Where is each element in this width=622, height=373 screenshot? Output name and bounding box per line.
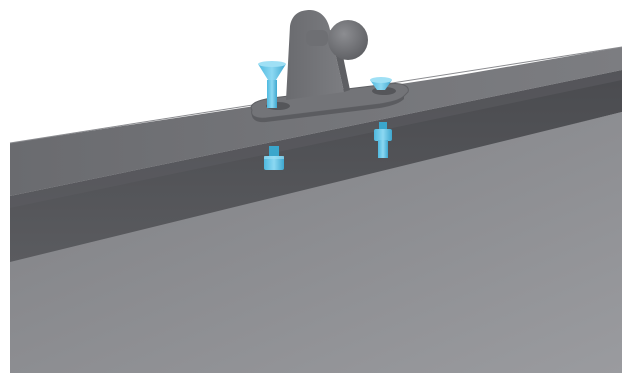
ball-stud — [328, 20, 368, 60]
ball-neck — [306, 30, 328, 46]
